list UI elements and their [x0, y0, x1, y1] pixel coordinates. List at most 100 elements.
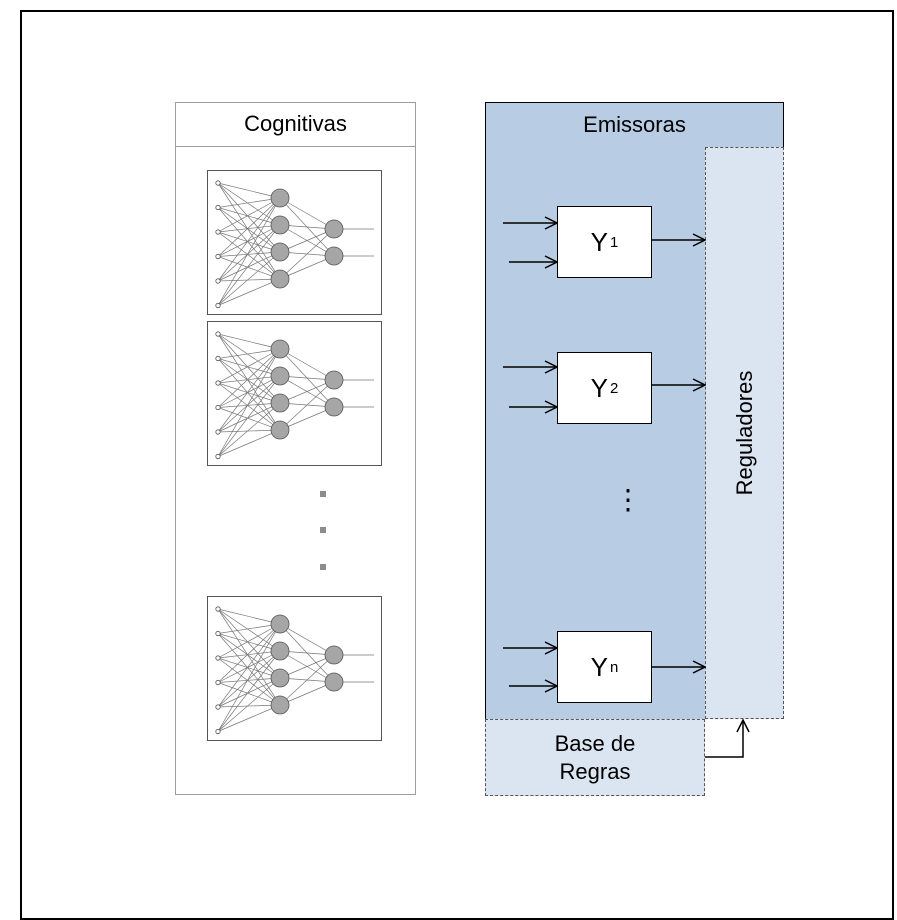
connection [217, 650, 281, 732]
emitter-unit-1-sub: 1 [610, 233, 619, 251]
input-node [215, 728, 221, 735]
neural-network-1 [207, 170, 382, 315]
connection [217, 348, 281, 457]
connection [217, 650, 281, 708]
connection [217, 633, 281, 679]
connection [217, 375, 281, 433]
connection [217, 182, 281, 199]
connection [217, 231, 281, 280]
connection [279, 379, 335, 431]
connection [217, 278, 281, 306]
hidden-node [270, 215, 290, 235]
connection [217, 623, 281, 659]
hidden-node [270, 393, 290, 413]
continuation-dot-3 [320, 564, 326, 570]
connection [217, 682, 281, 706]
input-node [215, 355, 221, 362]
cognitive-title: Cognitivas [175, 102, 416, 147]
input-node [215, 380, 221, 386]
input-node [215, 429, 221, 435]
connection [217, 333, 281, 404]
connection [217, 382, 281, 431]
input-node [215, 180, 221, 186]
connection [279, 623, 335, 656]
input-node [215, 229, 221, 235]
connection [217, 251, 281, 282]
connection [217, 402, 281, 433]
connection [217, 182, 281, 253]
neural-network-drawing [215, 606, 374, 735]
hidden-node [270, 668, 290, 688]
connection [217, 608, 281, 652]
rule-base-title: Base de Regras [554, 730, 636, 784]
input-node [215, 704, 221, 710]
connection [217, 348, 281, 408]
emitter-unit-n-sub: n [610, 658, 619, 676]
hidden-node [270, 242, 290, 262]
connection [217, 348, 281, 433]
connection [217, 608, 281, 706]
connection [217, 623, 281, 708]
connection [217, 333, 281, 377]
connection [217, 231, 281, 253]
connection [217, 197, 281, 257]
input-node [215, 302, 221, 309]
connection [217, 633, 281, 706]
connection [217, 650, 281, 683]
input-node [215, 204, 221, 211]
hidden-node [270, 695, 290, 715]
connection [217, 224, 281, 282]
connection [217, 197, 281, 306]
connection [279, 228, 335, 253]
connection [217, 358, 281, 404]
input-node [215, 404, 221, 411]
connection [217, 197, 281, 282]
connection [217, 182, 281, 280]
emitters-ellipsis: ⋮ [614, 484, 642, 515]
input-node [215, 655, 221, 661]
input-node [215, 253, 221, 260]
connection [217, 197, 281, 208]
connection [217, 375, 281, 457]
output-node [324, 645, 344, 665]
hidden-node [270, 269, 290, 289]
connection [217, 704, 281, 732]
connection [279, 681, 335, 706]
connection [279, 255, 335, 280]
output-node [324, 246, 344, 266]
connection [217, 348, 281, 359]
connection [217, 650, 281, 659]
output-node [324, 370, 344, 390]
connection [279, 228, 335, 280]
connection [217, 677, 281, 732]
connection [217, 358, 281, 377]
input-node [215, 278, 221, 284]
connection [217, 197, 281, 233]
connection [217, 677, 281, 683]
connection [217, 375, 281, 408]
connection [217, 633, 281, 652]
connection [217, 623, 281, 683]
connection [279, 348, 335, 381]
connection [217, 333, 281, 431]
connection [279, 379, 335, 404]
connection [217, 382, 281, 404]
connection [217, 623, 281, 634]
neural-network-drawing [215, 331, 374, 460]
connection [279, 197, 335, 230]
connection [217, 348, 281, 384]
neural-network-n [207, 596, 382, 741]
connection [217, 224, 281, 257]
input-node [215, 453, 221, 460]
connection [217, 375, 281, 384]
connection [217, 402, 281, 457]
hidden-node [270, 188, 290, 208]
connection [217, 608, 281, 679]
rule-base-arrow [705, 720, 743, 758]
continuation-dot-2 [320, 527, 326, 533]
connection [217, 207, 281, 253]
hidden-node [270, 641, 290, 661]
connection [217, 407, 281, 431]
